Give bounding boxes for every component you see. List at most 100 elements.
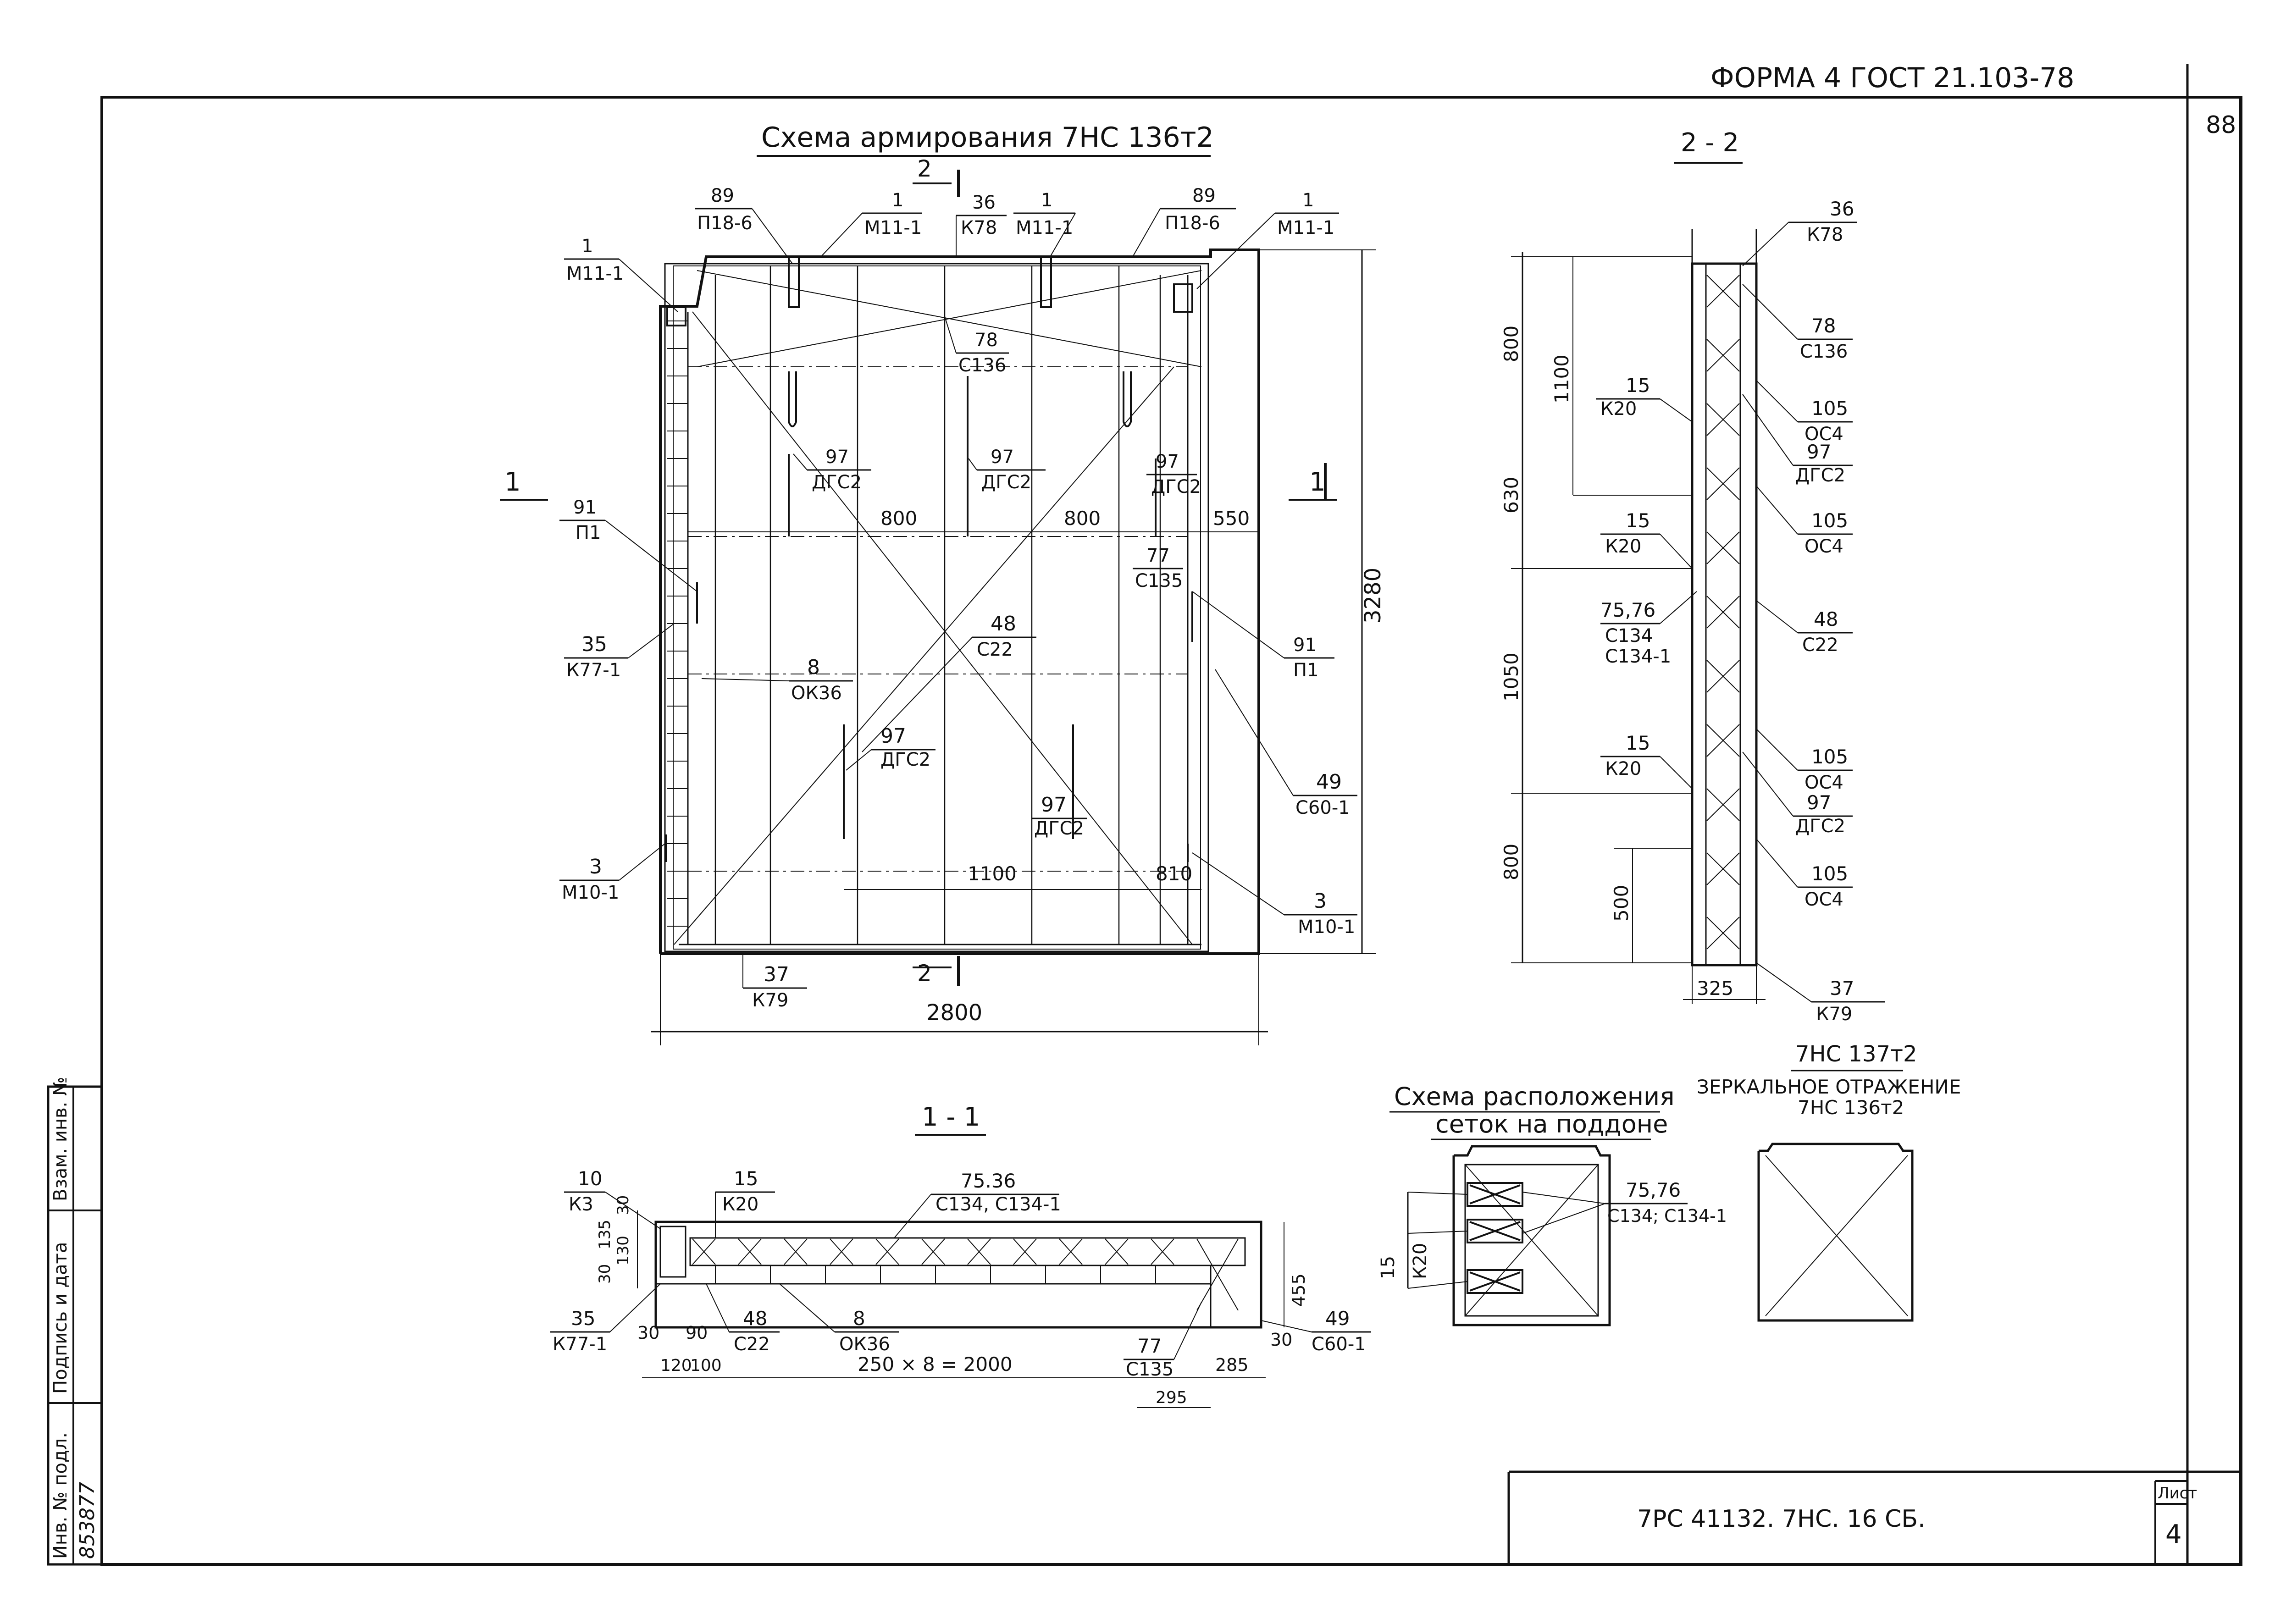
svg-text:М11-1: М11-1 xyxy=(566,263,624,284)
svg-text:С135: С135 xyxy=(1135,570,1183,591)
svg-text:15: 15 xyxy=(1626,509,1650,532)
side-stamp: Взам. инв. № Подпись и дата Инв. № подл.… xyxy=(47,1077,103,1566)
callout-dgs-a: 97 ДГС2 xyxy=(793,447,871,493)
callout-dgs-c: 97 ДГС2 xyxy=(1146,451,1201,497)
form-label: ФОРМА 4 ГОСТ 21.103-78 xyxy=(1710,62,2075,94)
s11-dim-285: 285 xyxy=(1215,1355,1249,1375)
callout-c136: 78 С136 xyxy=(944,316,1009,376)
list-label: Лист xyxy=(2158,1484,2197,1502)
svg-text:35: 35 xyxy=(571,1307,595,1330)
svg-text:ОС4: ОС4 xyxy=(1805,772,1843,793)
svg-text:К20: К20 xyxy=(1605,758,1641,779)
callout-ok36: 8 ОК36 xyxy=(701,656,853,704)
s11-callout-ok36: 8 ОК36 xyxy=(779,1283,899,1355)
s11-callout-k20: 15 К20 xyxy=(715,1167,775,1238)
svg-text:1: 1 xyxy=(581,236,593,257)
svg-text:36: 36 xyxy=(972,192,996,213)
svg-text:М10-1: М10-1 xyxy=(1298,917,1355,938)
s11-dim-120: 120 xyxy=(660,1356,692,1375)
mesh-title-1: Схема расположения xyxy=(1394,1082,1675,1111)
s11-dim-100: 100 xyxy=(690,1356,722,1375)
svg-text:ОС4: ОС4 xyxy=(1805,424,1843,445)
callout-c135: 77 С135 xyxy=(1133,545,1183,591)
callout-dgs-e: 97 ДГС2 xyxy=(1032,793,1087,839)
callout-k79: 37 К79 xyxy=(742,954,807,1011)
svg-text:37: 37 xyxy=(1830,977,1854,1000)
callout-dgs-b: 97 ДГС2 xyxy=(968,447,1046,493)
inv-podl-label: Инв. № подл. xyxy=(50,1432,71,1559)
callout-m11-right: 1 М11-1 xyxy=(1196,190,1339,289)
svg-text:ДГС2: ДГС2 xyxy=(1795,465,1845,486)
section-2-2: 2 - 2 xyxy=(1500,128,1885,1025)
s11-callout-k3: 10 К3 xyxy=(564,1167,661,1229)
svg-text:ДГС2: ДГС2 xyxy=(880,749,930,770)
title-block: 7РС 41132. 7НС. 16 СБ. Лист 4 xyxy=(1507,1470,2240,1564)
s22-dim-800b: 800 xyxy=(1500,844,1522,880)
s11-dim-295: 295 xyxy=(1156,1388,1187,1407)
svg-text:ДГС2: ДГС2 xyxy=(1795,816,1845,837)
svg-text:С22: С22 xyxy=(734,1334,770,1355)
svg-text:37: 37 xyxy=(764,963,789,986)
callout-p1-right: 91 П1 xyxy=(1192,591,1334,681)
sec1-right-label: 1 xyxy=(1309,467,1326,497)
main-title: Схема армирования 7НС 136т2 xyxy=(761,122,1214,154)
callout-m11-mid: 1 М11-1 xyxy=(820,190,922,257)
podpis-label: Подпись и дата xyxy=(50,1242,71,1394)
sec2-top-label: 2 xyxy=(917,155,932,182)
svg-text:С136: С136 xyxy=(1800,341,1848,362)
svg-text:97: 97 xyxy=(1156,451,1179,472)
s11-callout-c22: 48 С22 xyxy=(706,1283,780,1355)
svg-text:15: 15 xyxy=(1626,374,1650,397)
svg-text:П18-6: П18-6 xyxy=(697,213,753,234)
s11-callout-c134: 75.36 С134, С134-1 xyxy=(894,1170,1061,1238)
s22-callout-k20c: 15 К20 xyxy=(1600,732,1693,789)
dim-3280: 3280 xyxy=(1360,568,1386,624)
svg-text:С60-1: С60-1 xyxy=(1312,1334,1366,1355)
dim-1100: 1100 xyxy=(968,862,1017,885)
svg-text:36: 36 xyxy=(1830,198,1854,220)
s11-dim-90: 90 xyxy=(686,1323,708,1343)
s22-callout-k78: 36 К78 xyxy=(1742,198,1857,266)
svg-text:С22: С22 xyxy=(1802,635,1838,656)
svg-text:ОС4: ОС4 xyxy=(1805,889,1843,910)
vzam-inv-label: Взам. инв. № xyxy=(50,1077,71,1201)
mirror-title: 7НС 137т2 xyxy=(1795,1041,1917,1067)
callout-k77: 35 К77-1 xyxy=(564,623,675,681)
svg-text:ОС4: ОС4 xyxy=(1805,536,1843,557)
svg-text:К3: К3 xyxy=(569,1194,593,1215)
svg-text:К77-1: К77-1 xyxy=(566,660,621,681)
s22-callout-k20a: 15 К20 xyxy=(1596,374,1693,422)
svg-text:8: 8 xyxy=(853,1307,865,1330)
callout-m11-left: 1 М11-1 xyxy=(564,236,678,312)
svg-text:49: 49 xyxy=(1316,770,1342,794)
svg-text:78: 78 xyxy=(974,330,998,351)
s11-dim-30d: 30 xyxy=(1270,1330,1292,1350)
svg-text:К79: К79 xyxy=(1816,1004,1852,1025)
svg-text:С135: С135 xyxy=(1126,1359,1173,1380)
svg-text:75,76: 75,76 xyxy=(1600,599,1655,621)
sec22-title: 2 - 2 xyxy=(1681,128,1739,158)
dim-550: 550 xyxy=(1213,507,1250,530)
mesh-title-2: сеток на поддоне xyxy=(1435,1110,1668,1138)
sec11-title: 1 - 1 xyxy=(922,1102,980,1132)
s22-callout-c136: 78 С136 xyxy=(1742,284,1853,362)
svg-text:77: 77 xyxy=(1146,545,1170,566)
dim-810: 810 xyxy=(1156,862,1192,885)
callout-p18-right: 89 П18-6 xyxy=(1132,185,1236,257)
svg-text:75.36: 75.36 xyxy=(961,1170,1016,1192)
inv-value: 853877 xyxy=(76,1482,99,1559)
svg-text:49: 49 xyxy=(1325,1307,1350,1330)
s22-callout-c22: 48 С22 xyxy=(1756,600,1853,656)
svg-text:89: 89 xyxy=(711,185,734,206)
mirror-view: 7НС 137т2 ЗЕРКАЛЬНОЕ ОТРАЖЕНИЕ 7НС 136т2 xyxy=(1697,1041,1961,1322)
svg-text:М11-1: М11-1 xyxy=(1277,217,1334,238)
svg-text:М11-1: М11-1 xyxy=(864,217,922,238)
s11-dim-30a: 30 xyxy=(614,1195,632,1215)
svg-text:ОК36: ОК36 xyxy=(839,1334,890,1355)
svg-text:3: 3 xyxy=(1314,889,1327,913)
svg-text:С136: С136 xyxy=(958,355,1006,376)
main-view: Схема армирования 7НС 136т2 xyxy=(500,122,1386,1045)
s22-callout-dgs2: 97 ДГС2 xyxy=(1742,751,1853,837)
svg-text:105: 105 xyxy=(1811,862,1848,885)
